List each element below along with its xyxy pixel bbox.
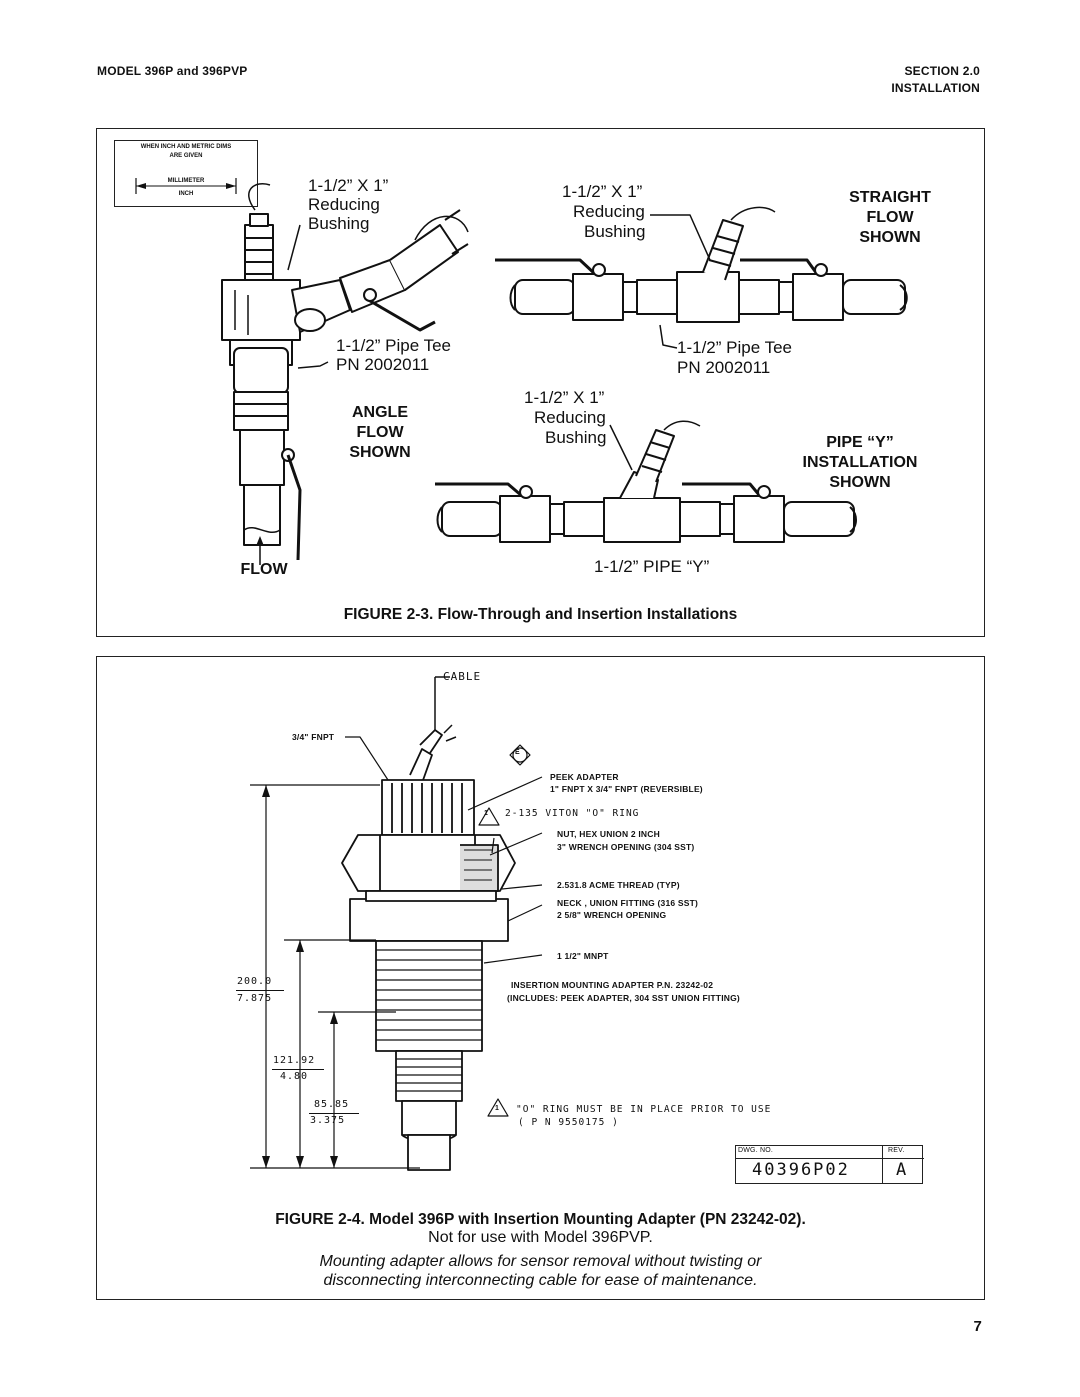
note-number: 1 [495, 1105, 500, 1112]
angle-bushing-label: Bushing [308, 214, 370, 233]
pipey-title-3: SHOWN [829, 474, 891, 491]
figure-2-4-frame [96, 656, 985, 1300]
legend-mm: MILLIMETER [167, 178, 205, 184]
figure-2-4-caption: FIGURE 2-4. Model 396P with Insertion Mo… [275, 1211, 806, 1228]
pipey-bushing-size: 1-1/2” X 1” [524, 388, 605, 407]
callout-oring: 2-135 VITON "O" RING [505, 808, 640, 819]
callout-hex-nut-wrench: 3" WRENCH OPENING (304 SST) [557, 842, 695, 852]
dwg-number: 40396P02 [752, 1160, 850, 1180]
callout-insertion-adapter: INSERTION MOUNTING ADAPTER P.N. 23242-02 [511, 980, 714, 990]
legend-line1: WHEN INCH AND METRIC DIMS [140, 144, 232, 150]
angle-title-3: SHOWN [349, 444, 411, 461]
angle-title-1: ANGLE [352, 404, 408, 421]
dwg-no-label: DWG. NO. [738, 1147, 774, 1154]
header-installation: INSTALLATION [891, 81, 980, 95]
straight-title-3: SHOWN [859, 229, 921, 246]
rev-value: A [896, 1160, 908, 1180]
rev-label: REV. [888, 1147, 905, 1154]
angle-tee-pn: PN 2002011 [336, 355, 430, 374]
dim-121-inch: 4.80 [280, 1071, 309, 1082]
angle-tee-label: 1-1/2” Pipe Tee [336, 336, 451, 355]
straight-bushing-size: 1-1/2” X 1” [562, 182, 643, 201]
oring-note-number: 1 [484, 810, 489, 817]
pipey-bushing-label: Bushing [545, 428, 607, 447]
legend-line2: ARE GIVEN [169, 153, 203, 159]
callout-mnpt: 1 1/2" MNPT [557, 951, 609, 961]
dim-200-divider [236, 990, 284, 991]
dim-85-inch: 3.375 [310, 1115, 346, 1126]
dim-121-divider [272, 1069, 324, 1070]
cable-label: CABLE [443, 670, 482, 683]
callout-hex-nut: NUT, HEX UNION 2 INCH [557, 829, 660, 839]
pipey-title-2: INSTALLATION [802, 454, 918, 471]
straight-flow-drawing [495, 206, 908, 349]
callout-peek-detail: 1" FNPT X 3/4" FNPT (REVERSIBLE) [550, 784, 703, 794]
header-model: MODEL 396P and 396PVP [97, 64, 248, 78]
figure-2-3-frame [96, 128, 985, 637]
header-section: SECTION 2.0 [904, 64, 980, 78]
page-number: 7 [973, 1318, 982, 1335]
angle-bushing-size: 1-1/2” X 1” [308, 176, 389, 195]
figure-2-3-caption: FIGURE 2-3. Flow-Through and Insertion I… [343, 606, 738, 623]
dim-200-inch: 7.875 [237, 993, 273, 1004]
callout-includes: (INCLUDES: PEEK ADAPTER, 304 SST UNION F… [507, 993, 740, 1003]
straight-tee-pn: PN 2002011 [677, 358, 771, 377]
legend-inch: INCH [178, 191, 194, 197]
angle-bushing-reducing: Reducing [308, 195, 380, 214]
dimension-legend [114, 140, 258, 207]
note-oring-pn: ( P N 9550175 ) [518, 1117, 619, 1128]
callout-neck: NECK , UNION FITTING (316 SST) [557, 898, 699, 908]
dim-200-mm: 200.0 [237, 976, 273, 987]
pipey-title-1: PIPE “Y” [826, 434, 894, 451]
drawing-title-block [735, 1145, 924, 1184]
angle-title-2: FLOW [356, 424, 404, 441]
pipey-bushing-reducing: Reducing [534, 408, 606, 427]
insertion-adapter-drawing [250, 676, 543, 1171]
legend-arrow-icon [135, 178, 237, 194]
straight-title-1: STRAIGHT [849, 189, 931, 206]
straight-tee-label: 1-1/2” Pipe Tee [677, 338, 792, 357]
dim-85-mm: 85.85 [314, 1099, 350, 1110]
straight-bushing-label: Bushing [584, 222, 646, 241]
pipe-y-drawing [435, 420, 857, 543]
figure-2-4-italic-2: disconnecting interconnecting cable for … [323, 1272, 758, 1289]
callout-neck-wrench: 2 5/8" WRENCH OPENING [557, 910, 667, 920]
e-mark: E [515, 749, 520, 756]
dim-121-mm: 121.92 [273, 1055, 316, 1066]
note-oring: "O" RING MUST BE IN PLACE PRIOR TO USE [516, 1104, 772, 1115]
dim-85-divider [309, 1113, 359, 1114]
flow-arrow-label: FLOW [240, 561, 288, 578]
straight-bushing-reducing: Reducing [573, 202, 645, 221]
callout-peek-adapter: PEEK ADAPTER [550, 772, 619, 782]
pipey-pipe-label: 1-1/2” PIPE “Y” [594, 557, 710, 576]
callout-acme-thread: 2.531.8 ACME THREAD (TYP) [557, 880, 680, 890]
angle-flow-drawing [221, 183, 469, 565]
straight-title-2: FLOW [866, 209, 914, 226]
fnpt-label: 3/4" FNPT [292, 732, 335, 742]
figure-2-4-italic-1: Mounting adapter allows for sensor remov… [319, 1253, 762, 1270]
figure-2-4-note: Not for use with Model 396PVP. [428, 1229, 653, 1246]
